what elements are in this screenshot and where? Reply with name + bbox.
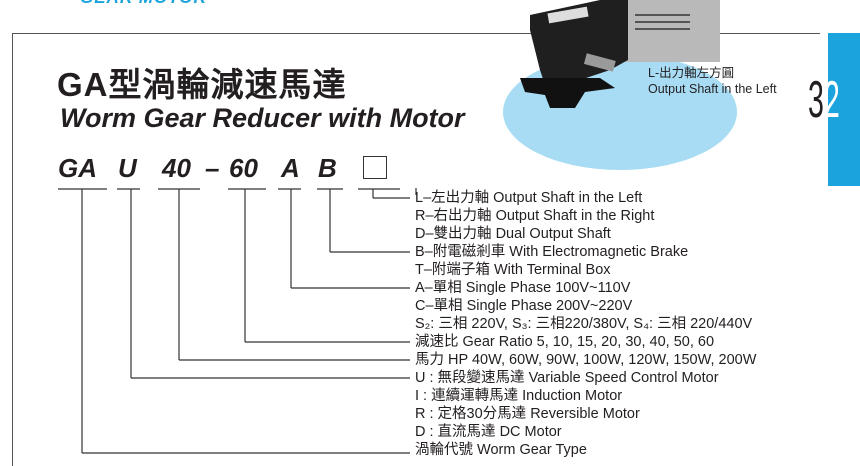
legend-line: A–單相 Single Phase 100V~110V [415,280,631,296]
nameplate [547,6,589,24]
motor-body [625,0,720,62]
legend-line: D–雙出力軸 Dual Output Shaft [415,226,611,242]
caption-en: Output Shaft in the Left [648,82,777,96]
page-subtitle: Worm Gear Reducer with Motor [60,103,465,133]
legend-line: B–附電磁剎車 With Electromagnetic Brake [415,244,689,260]
legend-line: C–單相 Single Phase 200V~220V [415,298,633,314]
legend-line: 渦輪代號 Worm Gear Type [415,442,587,458]
legend-line: 減速比 Gear Ratio 5, 10, 15, 20, 30, 40, 50… [415,334,715,350]
section-header: GEAR MOTOR [80,0,207,8]
code-ga: GA [58,153,97,183]
page-tab [828,33,860,186]
code-option-box [363,156,387,179]
page-digit: 3 [808,71,824,129]
legend-line: I : 連續運轉馬達 Induction Motor [415,388,623,404]
legend-line: U : 無段變速馬達 Variable Speed Control Motor [415,370,719,386]
divider [12,33,820,34]
code-dash: – [205,153,220,183]
page-number: 32 [808,70,840,130]
output-shaft [583,53,616,72]
caption-zh: L-出力軸左方圓 [648,66,735,80]
code-40: 40 [162,153,191,183]
code-a: A [281,153,300,183]
code-leader-lines [58,188,417,454]
legend-line: R–右出力軸 Output Shaft in the Right [415,208,655,224]
code-u: U [118,153,137,183]
code-b: B [318,153,337,183]
legend-line: D : 直流馬達 DC Motor [415,424,562,440]
legend-line: R : 定格30分馬達 Reversible Motor [415,406,640,422]
gearbox-base [520,78,615,108]
legend-line: 馬力 HP 40W, 60W, 90W, 100W, 120W, 150W, 2… [415,352,757,368]
code-60: 60 [229,153,258,183]
page-digit: 2 [823,71,840,129]
divider [12,33,13,466]
legend-line: T–附端子箱 With Terminal Box [415,262,611,278]
legend-line: L–左出力軸 Output Shaft in the Left [415,190,643,206]
legend-line: S₂: 三相 220V, S₃: 三相220/380V, S₄: 三相 220/… [415,316,753,332]
page-title: GA型渦輪減速馬達 [57,66,347,103]
